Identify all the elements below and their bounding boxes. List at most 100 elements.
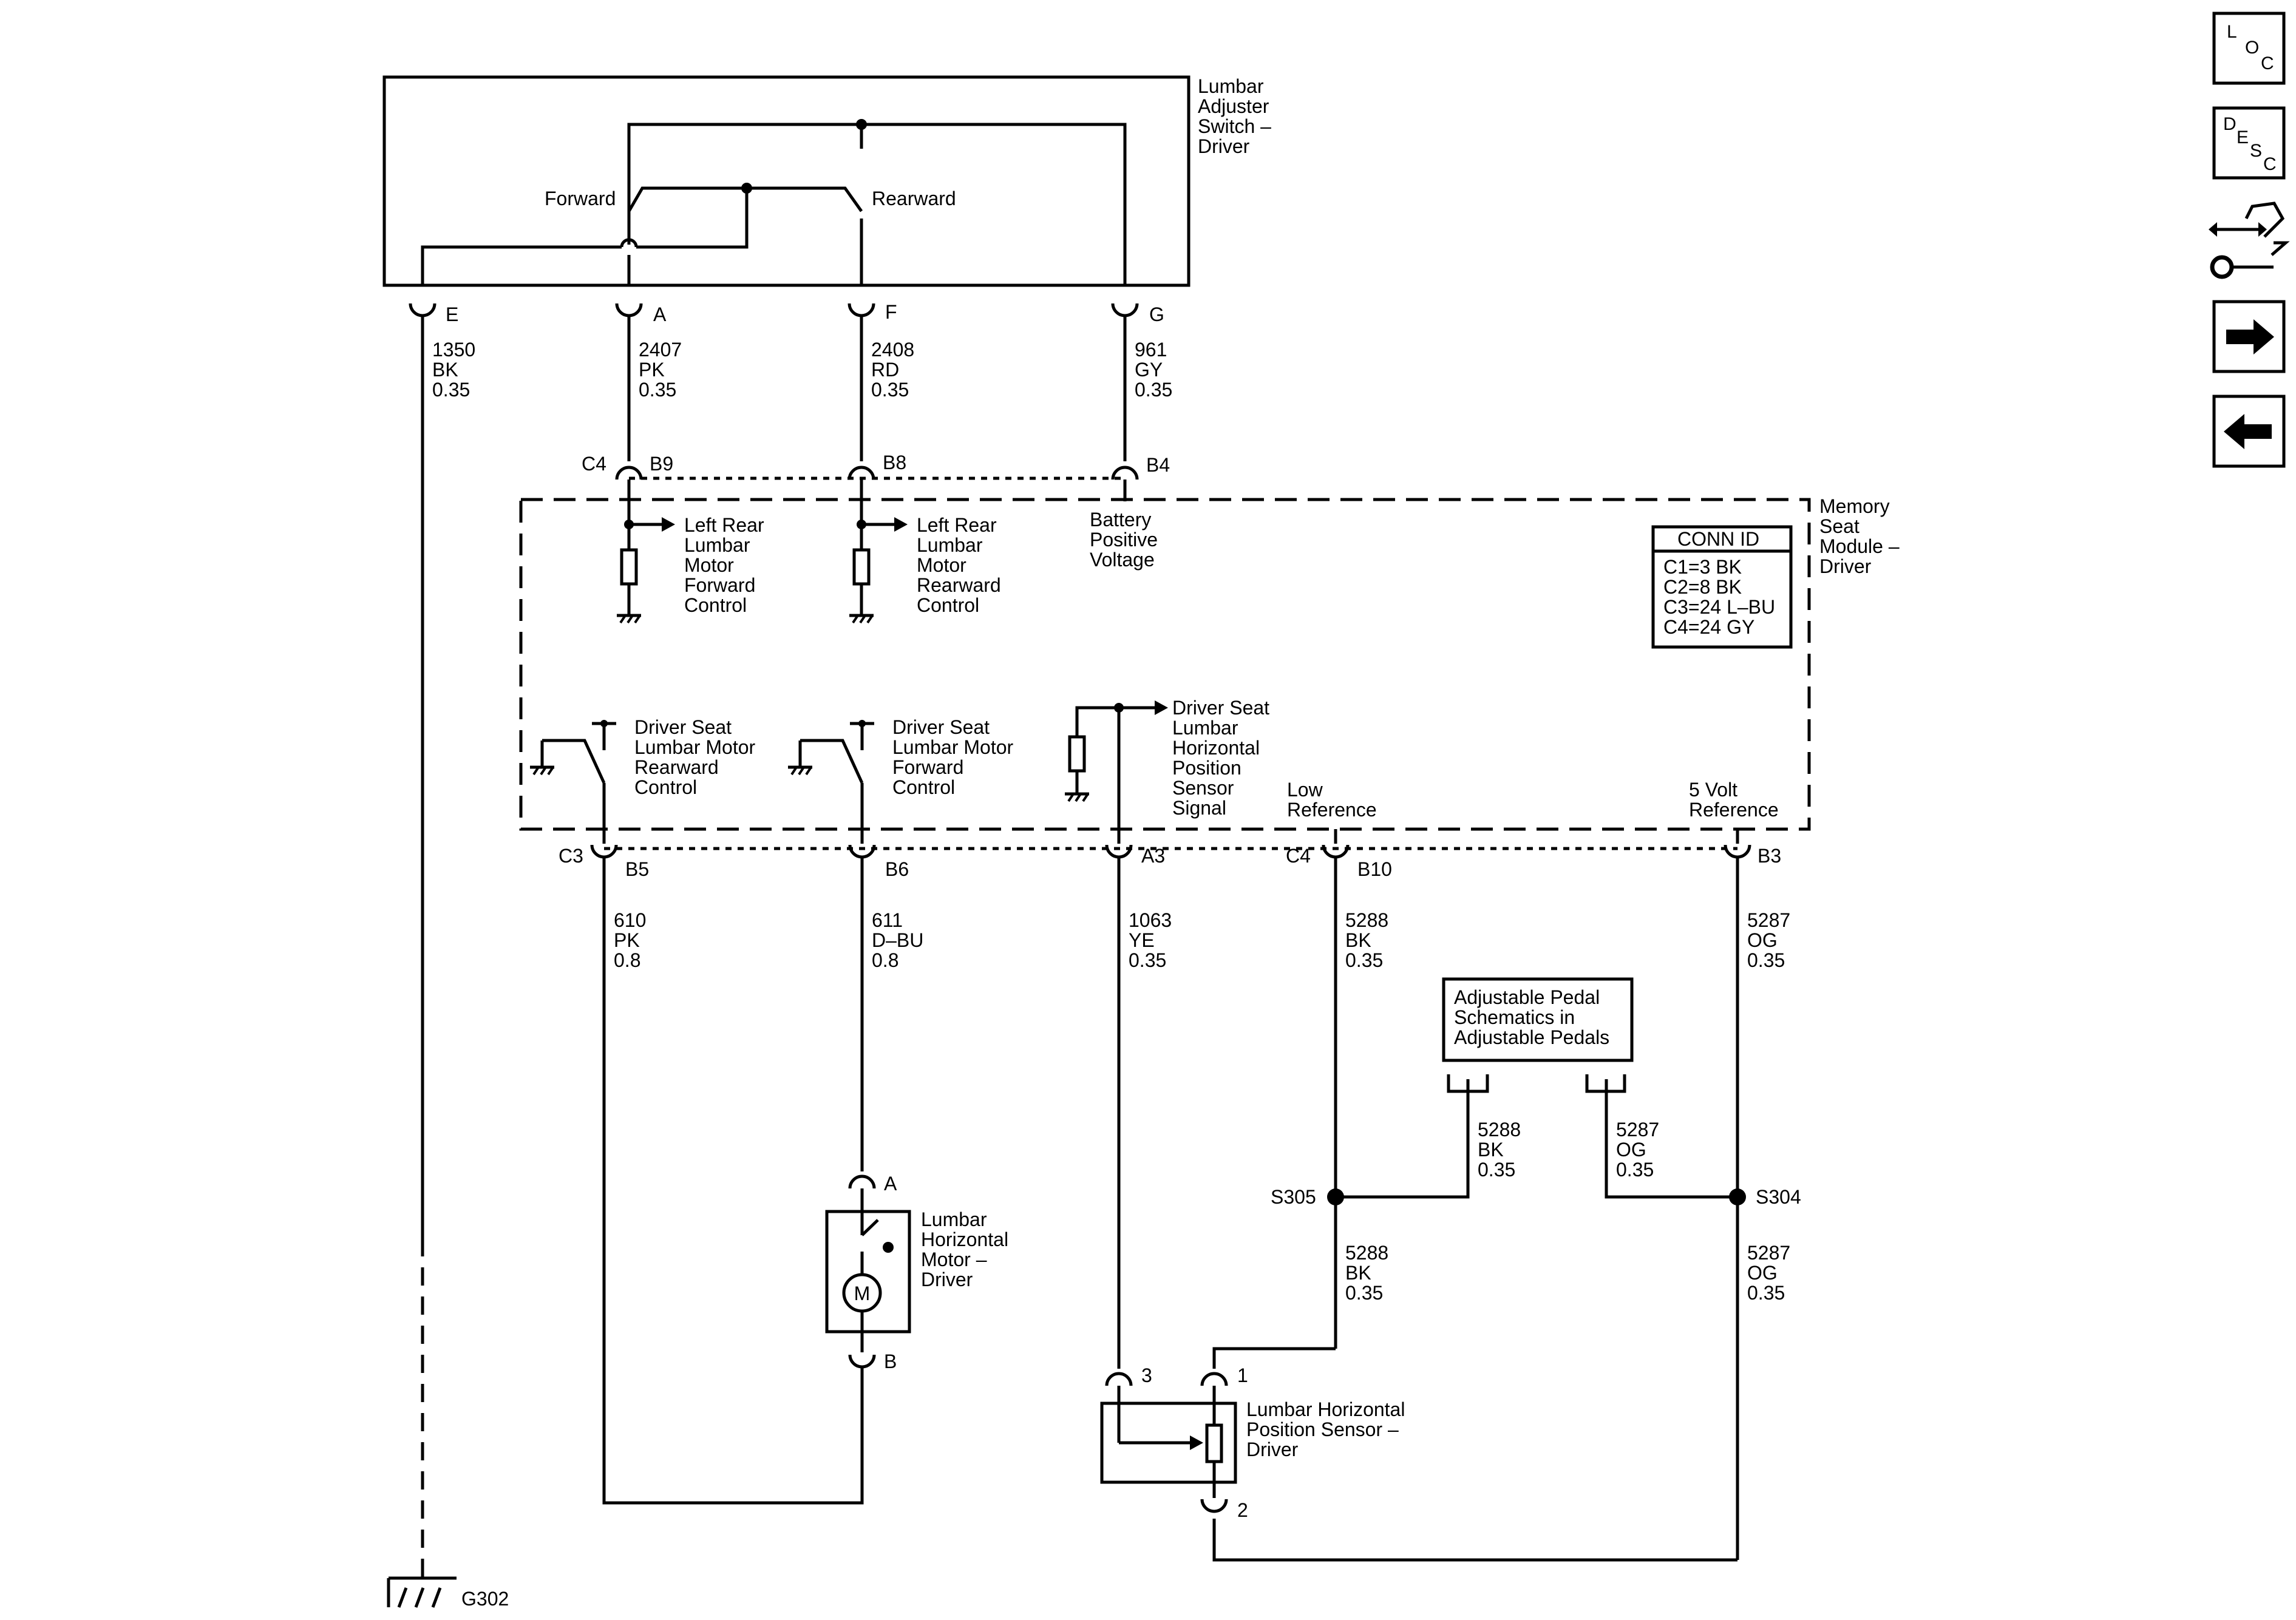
module-name-3: Module – [1819,535,1900,557]
switch-name-1: Lumbar [1198,75,1264,97]
wire-b3-size: 0.35 [1747,949,1785,971]
wire-f-size: 0.35 [871,379,909,401]
wire-a3-circuit: 1063 [1129,909,1172,931]
switch-name-3: Switch – [1198,115,1271,137]
conn-id-row-2: C2=8 BK [1663,576,1742,598]
bottom-pin-a3: A3 [1141,845,1165,867]
wire-s304-color: OG [1747,1262,1778,1284]
pedal-box-3: Adjustable Pedals [1454,1026,1609,1048]
module-bottom-connectors: C3 B5 B6 A3 C4 B10 B3 [559,844,1781,880]
sensor-name-1: Lumbar Horizontal [1246,1398,1405,1420]
sensor-name-3: Driver [1246,1439,1299,1460]
forward-label: Forward [545,188,616,209]
sw-fwd-2: Lumbar Motor [892,736,1014,758]
sensor-pin-3: 3 [1141,1364,1152,1386]
fwd-ctrl-4: Forward [684,574,755,596]
wire-a-size: 0.35 [639,379,676,401]
bottom-pin-b3: B3 [1758,845,1781,867]
adjustable-pedal-box[interactable]: Adjustable Pedal Schematics in Adjustabl… [1442,977,1634,1093]
rear-ctrl-5: Control [917,594,979,616]
pin-e: E [446,303,458,325]
wire-ped-og-circuit: 5287 [1616,1119,1659,1140]
wire-s304-size: 0.35 [1747,1282,1785,1304]
sw-rear-1: Driver Seat [634,716,732,738]
connector-tool-icon[interactable] [2209,202,2290,279]
wire-s305-color: BK [1345,1262,1371,1284]
module-top-connector: C4 B9 B8 B4 [582,452,1170,501]
fwd-ctrl-3: Motor [684,554,734,576]
next-button[interactable] [2212,300,2286,373]
loc-button[interactable]: L O C [2212,12,2286,85]
five-v-2: Reference [1689,799,1779,821]
conn-id-title: CONN ID [1677,528,1759,550]
wire-a3-color: YE [1129,929,1155,951]
wire-e-size: 0.35 [432,379,470,401]
motor-pin-b: B [884,1351,897,1372]
wire-ped-og-size: 0.35 [1616,1159,1654,1181]
pin-a: A [653,303,667,325]
lumbar-position-sensor: 3 1 2 Lumbar Horizontal Position Sensor … [1100,1364,1405,1521]
motor-name-3: Motor – [921,1249,987,1270]
fwd-ctrl-5: Control [684,594,747,616]
rearward-label: Rearward [872,188,956,209]
wire-b10-size: 0.35 [1345,949,1383,971]
wire-ped-og-color: OG [1616,1139,1646,1161]
sw-rear-3: Rearward [634,756,719,778]
sensor-pin-1: 1 [1237,1364,1248,1386]
rear-ctrl-2: Lumbar [917,534,983,556]
module-name-2: Seat [1819,515,1860,537]
battery-1: Battery [1090,509,1151,530]
loc-letter-o: O [2245,38,2259,58]
wire-ped-bk-color: BK [1478,1139,1504,1161]
lumbar-adjuster-switch: Lumbar Adjuster Switch – Driver Forward … [382,75,1271,287]
bottom-pin-b10: B10 [1357,858,1392,880]
bottom-pin-b6: B6 [885,858,909,880]
wire-g-size: 0.35 [1135,379,1172,401]
sw-rear-4: Control [634,776,697,798]
motor-name-2: Horizontal [921,1229,1008,1250]
wire-b10-circuit: 5288 [1345,909,1388,931]
previous-button[interactable] [2212,395,2286,468]
conn-id-row-4: C4=24 GY [1663,616,1754,638]
ground-g302: G302 [387,1576,509,1610]
wire-b5-size: 0.8 [614,949,640,971]
splice-s305: S305 [1271,1186,1316,1208]
sensor-sig-5: Sensor [1172,777,1234,799]
sensor-name-2: Position Sensor – [1246,1418,1399,1440]
sw-fwd-1: Driver Seat [892,716,990,738]
desc-letter-s: S [2250,141,2262,161]
wire-f-color: RD [871,359,899,381]
wire-ped-bk-circuit: 5288 [1478,1119,1521,1140]
sw-rear-2: Lumbar Motor [634,736,756,758]
desc-button[interactable]: D E S C [2212,106,2286,180]
fwd-ctrl-1: Left Rear [684,514,764,536]
wire-e: 1350 BK 0.35 [421,316,475,1578]
top-pin-b8: B8 [883,452,906,473]
wire-a3-size: 0.35 [1129,949,1166,971]
wire-b5-color: PK [614,929,640,951]
lumbar-horizontal-motor: M A B Lumbar Horizontal Motor – Driver [825,1173,1008,1378]
low-ref-2: Reference [1287,799,1377,821]
battery-3: Voltage [1090,549,1155,571]
sensor-sig-1: Driver Seat [1172,697,1269,719]
sensor-sig-3: Horizontal [1172,737,1260,759]
battery-2: Positive [1090,529,1158,551]
pin-g: G [1149,303,1164,325]
loc-letter-c: C [2261,53,2274,73]
wire-e-color: BK [432,359,458,381]
wire-s304-circuit: 5287 [1747,1242,1790,1264]
sensor-sig-6: Signal [1172,797,1226,819]
top-pin-b4: B4 [1146,454,1170,476]
module-name-4: Driver [1819,555,1872,577]
conn-id-row-3: C3=24 L–BU [1663,596,1775,618]
wire-g-color: GY [1135,359,1163,381]
bottom-pin-b5: B5 [625,858,649,880]
motor-symbol: M [854,1283,871,1304]
motor-name-1: Lumbar [921,1208,987,1230]
wire-s305-circuit: 5288 [1345,1242,1388,1264]
rear-ctrl-1: Left Rear [917,514,997,536]
motor-pin-a: A [884,1173,897,1195]
conn-id-row-1: C1=3 BK [1663,556,1742,578]
wire-a-color: PK [639,359,665,381]
